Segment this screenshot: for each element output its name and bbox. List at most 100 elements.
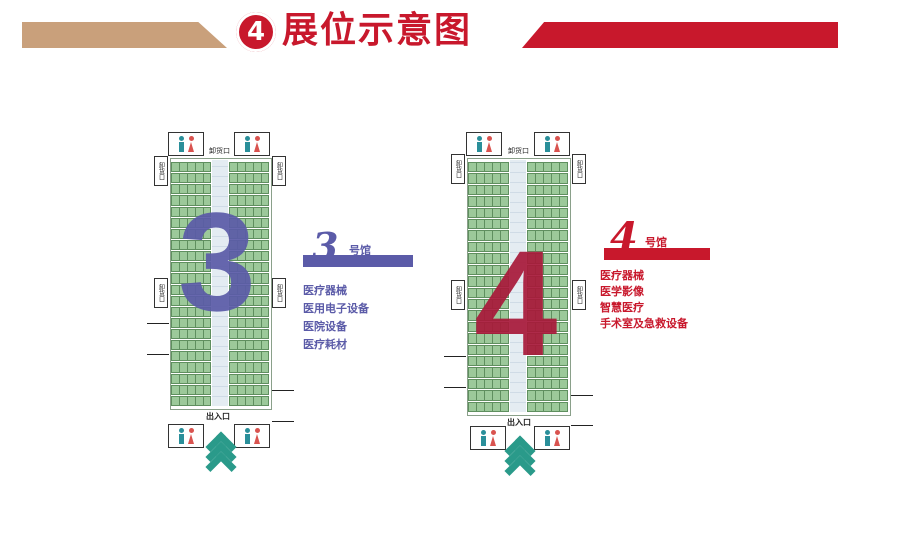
booth-row xyxy=(229,262,269,273)
booth-row xyxy=(229,384,269,395)
booth-row xyxy=(229,395,269,406)
hall4-category: 医疗器械 xyxy=(600,269,644,282)
section-number-badge: 4 xyxy=(236,12,276,52)
booth-row xyxy=(468,253,509,264)
hall3-restroom-top-right-icon xyxy=(234,132,270,156)
booth-row xyxy=(527,390,568,401)
booth-row xyxy=(527,253,568,264)
booth-row xyxy=(229,195,269,206)
booth-row xyxy=(468,378,509,390)
hall4-leader-line xyxy=(444,387,466,388)
hall4-entrance-arrow-icon xyxy=(504,435,536,487)
booth-row xyxy=(229,317,269,329)
booth-row xyxy=(171,228,211,239)
booth-row xyxy=(171,373,211,384)
hall3-entrance-arrow-icon xyxy=(205,431,237,483)
booth-row xyxy=(468,355,509,367)
booth-row xyxy=(468,401,509,412)
booth-row xyxy=(229,329,269,340)
booth-row xyxy=(468,310,509,321)
hall3-legend-number: 3 xyxy=(312,224,339,269)
hall3-unload-right-2: 卸货口 xyxy=(272,278,286,308)
booth-row xyxy=(171,184,211,195)
booth-row xyxy=(171,251,211,262)
booth-row xyxy=(229,284,269,295)
hall3-leader-line xyxy=(272,390,294,391)
hall3-category: 医用电子设备 xyxy=(303,302,369,315)
hall3-category: 医疗器械 xyxy=(303,284,347,297)
hall3-big-number: 3 xyxy=(178,183,256,340)
booth-row xyxy=(171,239,211,251)
hall3-category-list: 医疗器械 医用电子设备 医院设备 医疗耗材 xyxy=(303,282,369,354)
booth-row xyxy=(527,287,568,298)
booth-row xyxy=(229,206,269,217)
booth-row xyxy=(468,241,509,253)
booth-row xyxy=(468,207,509,219)
header-band-right xyxy=(522,22,838,48)
hall4-legend-bar xyxy=(604,248,710,260)
booth-row xyxy=(527,367,568,378)
hall3-restroom-bottom-left-icon xyxy=(168,424,204,448)
hall3-leader-line xyxy=(272,421,294,422)
hall4-main-aisle xyxy=(510,160,526,412)
booth-row xyxy=(468,298,509,310)
booth-row xyxy=(229,295,269,306)
booth-row xyxy=(171,195,211,206)
booth-row xyxy=(527,276,568,287)
hall4-legend-number: 4 xyxy=(610,214,638,261)
booth-row xyxy=(468,344,509,355)
hall3-category: 医院设备 xyxy=(303,320,347,333)
booth-row xyxy=(468,390,509,401)
hall3-leader-line xyxy=(147,354,169,355)
booth-row xyxy=(229,173,269,184)
booth-row xyxy=(171,206,211,217)
booth-row xyxy=(171,362,211,373)
booth-row xyxy=(527,401,568,412)
booth-row xyxy=(468,196,509,207)
hall4-big-number: 4 xyxy=(474,219,558,387)
booth-row xyxy=(171,217,211,228)
hall3-category: 医疗耗材 xyxy=(303,338,347,351)
booth-row xyxy=(527,333,568,344)
hall3-restroom-bottom-right-icon xyxy=(234,424,270,448)
hall4-leader-line xyxy=(444,356,466,357)
booth-row xyxy=(527,298,568,310)
hall4-category: 手术室及急救设备 xyxy=(600,317,688,330)
booth-row xyxy=(468,287,509,298)
hall3-restroom-top-left-icon xyxy=(168,132,204,156)
booth-row xyxy=(527,196,568,207)
booth-row xyxy=(468,184,509,196)
hall4-booths-left xyxy=(468,162,509,412)
hall4-category: 医学影像 xyxy=(600,285,644,298)
booth-row xyxy=(229,373,269,384)
booth-row xyxy=(171,295,211,306)
booth-row xyxy=(527,264,568,276)
booth-row xyxy=(527,321,568,333)
booth-row xyxy=(527,184,568,196)
hall4-leader-line xyxy=(571,395,593,396)
booth-row xyxy=(229,251,269,262)
booth-row xyxy=(171,329,211,340)
hall3-unload-left-1: 卸货口 xyxy=(154,156,168,186)
booth-row xyxy=(229,162,269,173)
booth-row xyxy=(527,241,568,253)
hall4-unload-top-label: 卸货口 xyxy=(508,147,529,155)
hall3-legend-name: 号馆 xyxy=(349,244,371,257)
hall3-entrance-label: 出入口 xyxy=(206,412,230,421)
booth-row xyxy=(468,162,509,173)
booth-row xyxy=(171,162,211,173)
booth-row xyxy=(229,306,269,317)
booth-row xyxy=(171,395,211,406)
hall4-restroom-top-right-icon xyxy=(534,132,570,156)
hall3-unload-left-2: 卸货口 xyxy=(154,278,168,308)
hall4-restroom-bottom-right-icon xyxy=(534,426,570,450)
booth-row xyxy=(171,262,211,273)
booth-row xyxy=(527,162,568,173)
booth-row xyxy=(527,310,568,321)
booth-row xyxy=(468,367,509,378)
header-band-left xyxy=(22,22,227,48)
hall3-booths-right xyxy=(229,162,269,406)
booth-row xyxy=(171,384,211,395)
booth-row xyxy=(171,340,211,351)
booth-row xyxy=(229,228,269,239)
